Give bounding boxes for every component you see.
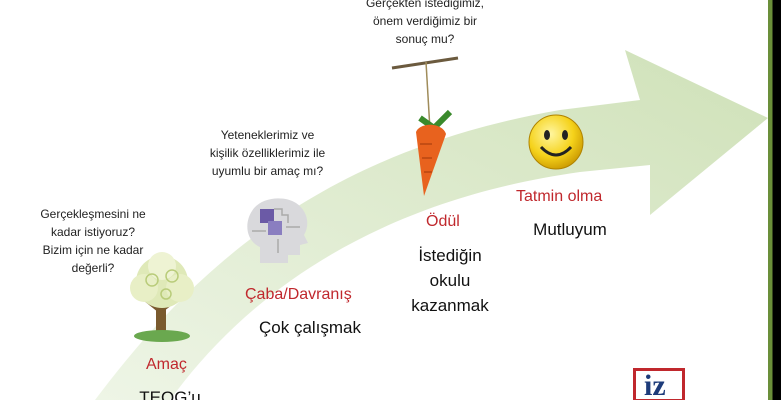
slide-edge [768,0,781,400]
tree-icon [130,252,194,342]
smiley-icon [528,114,584,170]
stage-title-tatmin: Tatmin olma [516,188,603,205]
stage-desc-tatmin: Mutluyum [533,220,607,239]
stage-title-odul: Ödül [426,213,460,230]
puzzle-head-icon [247,198,308,263]
brand-logo: iz [633,368,685,400]
question-amac: Gerçekleşmesini ne kadar istiyoruz? Bizi… [40,207,146,275]
brand-logo-text: iz [644,369,666,400]
question-odul: Gerçekten istediğimiz, önem verdiğimiz b… [365,0,485,46]
stage-title-caba: Çaba/Davranış [245,286,352,303]
stage-desc-odul: İstediğin okulu kazanmak [411,246,489,315]
carrot-on-stick-icon [391,56,459,196]
question-caba: Yeteneklerimiz ve kişilik özelliklerimiz… [209,128,326,178]
stage-title-amac: Amaç [146,356,187,373]
stage-desc-amac: TEOG’u [139,388,201,400]
stage-desc-caba: Çok çalışmak [258,318,362,337]
